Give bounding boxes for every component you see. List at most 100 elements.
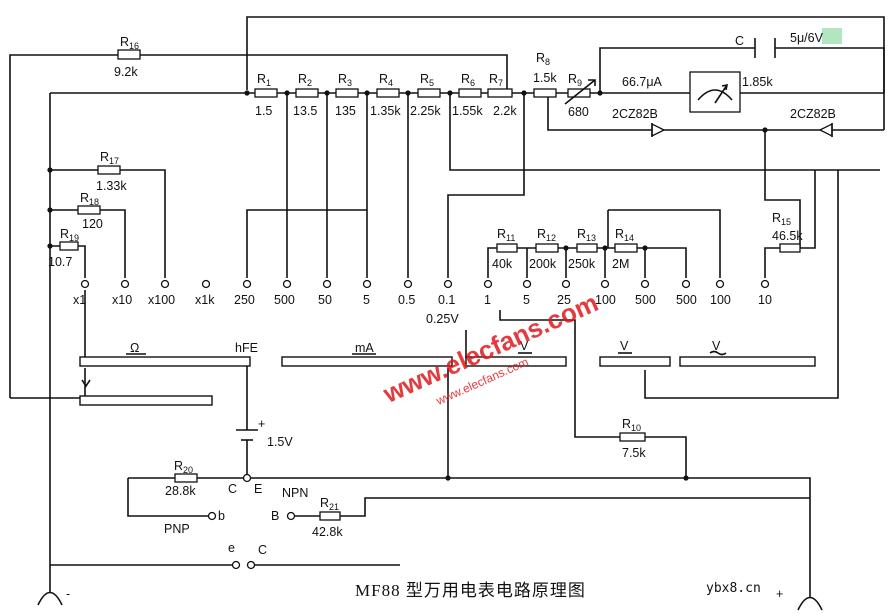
resistor-r7-body [487, 88, 513, 98]
v-range-500: 500 [635, 293, 656, 307]
switch-vac-label: V [620, 339, 629, 353]
ma-range-0-1: 0.1 [438, 293, 455, 307]
r7-label: R7 [489, 72, 503, 88]
r9-value: 680 [568, 105, 589, 119]
resistor-r16-body [117, 49, 141, 60]
ohm-range-x100: x100 [148, 293, 175, 307]
hfe-b-right: B [271, 509, 279, 523]
diagram-title: MF88 型万用电表电路原理图 [355, 581, 586, 600]
switch-bar-ohm-lower [79, 395, 213, 406]
battery-plus: + [258, 417, 265, 431]
hfe-npn: NPN [282, 486, 308, 500]
v-range-100: 100 [595, 293, 616, 307]
hfe-b-left: b [218, 509, 225, 523]
ma-range-5: 5 [363, 293, 370, 307]
r5-label: R5 [420, 72, 434, 88]
r13-label: R13 [577, 227, 596, 243]
v-range-500b: 500 [676, 293, 697, 307]
r11-value: 40k [492, 257, 513, 271]
switch-labels: Ω hFE mA V V V [126, 339, 727, 356]
r20-value: 28.8k [165, 484, 196, 498]
switch-vac2-label: V [712, 339, 721, 353]
resistor-r11-body [496, 243, 518, 253]
resistor-r2-body [295, 88, 319, 98]
r15-value: 46.5k [772, 229, 803, 243]
r18-label: R18 [80, 191, 99, 207]
ma-range-500: 500 [274, 293, 295, 307]
ohm-range-x1: x1 [73, 293, 86, 307]
probe-minus [37, 591, 63, 606]
r10-label: R10 [622, 417, 641, 433]
ma-range-extra: 0.25V [426, 312, 459, 326]
r6-value: 1.55k [452, 104, 483, 118]
r1-value: 1.5 [255, 104, 272, 118]
resistor-r8-body [533, 88, 557, 98]
switch-bar-ma [281, 356, 453, 367]
ma-range-250: 250 [234, 293, 255, 307]
capacitor-label: C [735, 34, 744, 48]
r10-value: 7.5k [622, 446, 646, 460]
r13-value: 250k [568, 257, 596, 271]
switch-bar-ohm [79, 356, 251, 367]
resistor-r20-body [174, 473, 198, 483]
switch-bars [79, 356, 816, 406]
resistor-r14-body [614, 243, 638, 253]
r18-value: 120 [82, 217, 103, 231]
r15-label: R15 [772, 211, 791, 227]
v-range-1: 1 [484, 293, 491, 307]
range-labels: x1 x10 x100 x1k 250 500 50 5 0.5 0.1 0.2… [73, 293, 772, 326]
diode-left-symbol [651, 122, 666, 138]
hfe-pnp: PNP [164, 522, 190, 536]
resistor-r1-body [254, 88, 278, 98]
probe-labels: - + [66, 587, 783, 601]
highlight-mark [822, 28, 842, 44]
capacitor-value: 5μ/6V [790, 31, 824, 45]
r19-value: 10.7 [48, 255, 72, 269]
ohm-range-x1k: x1k [195, 293, 215, 307]
battery-symbol [236, 420, 258, 450]
resistor-r17-body [97, 165, 121, 175]
probe-minus-label: - [66, 587, 70, 601]
switch-bar-vac [599, 356, 671, 367]
ma-range-50: 50 [318, 293, 332, 307]
r16-value: 9.2k [114, 65, 138, 79]
resistor-r9-variable [564, 79, 596, 105]
switch-bar-vdc [465, 356, 567, 367]
diode-left-label: 2CZ82B [612, 107, 658, 121]
switch-bar-vac2 [679, 356, 816, 367]
r16-label: R16 [120, 35, 139, 51]
r4-value: 1.35k [370, 104, 401, 118]
hfe-c2: C [258, 543, 267, 557]
v-range-10: 10 [758, 293, 772, 307]
diode-right-symbol [818, 122, 833, 138]
meter-current: 66.7μA [622, 75, 663, 89]
switch-hfe-label: hFE [235, 341, 258, 355]
r4-label: R4 [379, 72, 393, 88]
component-labels: C 5μ/6V 66.7μA 1.85k 2CZ82B 2CZ82B + 1.5… [258, 31, 836, 449]
v-range-100b: 100 [710, 293, 731, 307]
switch-vdc-label: V [520, 339, 529, 353]
hfe-labels: C E NPN PNP b B e C [164, 482, 308, 557]
r20-label: R20 [174, 459, 193, 475]
r5-value: 2.25k [410, 104, 441, 118]
resistor-r15-body [779, 243, 801, 253]
resistor-r4-body [376, 88, 400, 98]
r2-label: R2 [298, 72, 312, 88]
r19-label: R19 [60, 227, 79, 243]
v-range-5: 5 [523, 293, 530, 307]
r14-label: R14 [615, 227, 634, 243]
wires [9, 16, 885, 598]
resistor-r18-body [77, 205, 101, 215]
r17-label: R17 [100, 150, 119, 166]
switch-ohm-label: Ω [130, 341, 139, 355]
r21-value: 42.8k [312, 525, 343, 539]
r17-value: 1.33k [96, 179, 127, 193]
resistor-r12-body [535, 243, 559, 253]
probe-plus-label: + [776, 587, 783, 601]
resistor-r3-body [335, 88, 359, 98]
ma-range-0-5: 0.5 [398, 293, 415, 307]
battery-voltage: 1.5V [267, 435, 293, 449]
meter-resistance: 1.85k [742, 75, 773, 89]
hfe-c: C [228, 482, 237, 496]
r11-label: R11 [497, 227, 515, 243]
